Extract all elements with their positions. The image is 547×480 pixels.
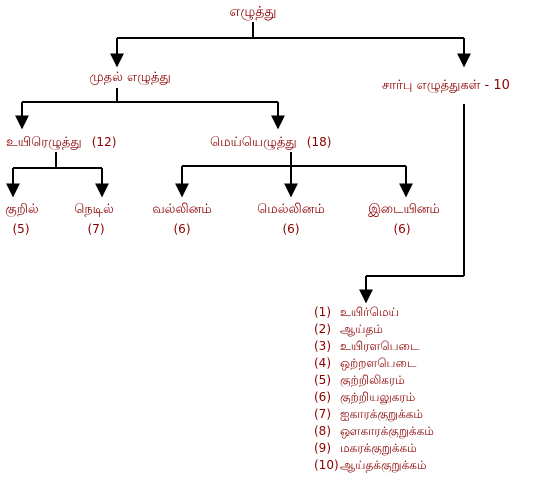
nedil-count: (7) (87, 222, 105, 236)
mudhal-label: முதல் எழுத்து (89, 70, 171, 85)
list-item: (6) குற்றியலுகரம் (314, 389, 415, 405)
saarbu-label: சார்பு எழுத்துகள் - 10 (382, 78, 510, 93)
root-label: எழுத்து (229, 4, 277, 20)
list-item-number: (7) (314, 407, 331, 421)
idaiyinam-label: இடையினம் (368, 202, 440, 217)
list-item-text: உயிர்மெய் (340, 305, 399, 319)
list-item-number: (6) (314, 390, 331, 404)
list-item-text: குற்றியலுகரம் (340, 390, 416, 404)
list-item-text: ஔகாரக்குறுக்கம் (340, 424, 434, 438)
uyir-label: உயிரெழுத்து (6, 135, 82, 150)
uyir-count: (12) (91, 135, 117, 149)
mellinam-count: (6) (282, 222, 300, 236)
mei-count: (18) (306, 135, 332, 149)
list-item-text: ஒற்றளபெடை (340, 356, 417, 370)
vallinam-label: வல்லினம் (152, 202, 212, 217)
list-item-text: ஆய்தக்குறுக்கம் (340, 458, 427, 472)
list-item-text: உயிரளபெடை (340, 339, 420, 353)
list-item: (4) ஒற்றளபெடை (314, 355, 416, 371)
list-item-text: மகரக்குறுக்கம் (340, 441, 417, 455)
list-item-number: (1) (314, 305, 331, 319)
list-item: (3) உயிரளபெடை (314, 338, 419, 354)
mei-node: மெய்யெழுத்து (18) (210, 134, 331, 151)
list-item-text: ஆய்தம் (340, 322, 383, 336)
list-item-text: ஐகாரக்குறுக்கம் (340, 407, 424, 421)
list-item: (8) ஔகாரக்குறுக்கம் (314, 423, 434, 439)
list-item-number: (4) (314, 356, 331, 370)
vallinam-count: (6) (173, 222, 191, 236)
list-item-number: (5) (314, 373, 331, 387)
mellinam-label: மெல்லினம் (257, 202, 325, 217)
mei-label: மெய்யெழுத்து (210, 135, 297, 150)
list-item-number: (2) (314, 322, 331, 336)
list-item: (1) உயிர்மெய் (314, 304, 399, 320)
list-item: (9) மகரக்குறுக்கம் (314, 440, 417, 456)
list-item: (10)ஆய்தக்குறுக்கம் (314, 457, 427, 473)
kuril-label: குறில் (5, 202, 39, 217)
list-item-number: (9) (314, 441, 331, 455)
kuril-count: (5) (12, 222, 30, 236)
list-item-text: குற்றிலிகரம் (340, 373, 405, 387)
idaiyinam-count: (6) (393, 222, 411, 236)
nedil-label: நெடில் (74, 202, 114, 217)
list-item: (2) ஆய்தம் (314, 321, 383, 337)
list-item: (7) ஐகாரக்குறுக்கம் (314, 406, 423, 422)
uyir-node: உயிரெழுத்து (12) (6, 134, 116, 151)
list-item: (5) குற்றிலிகரம் (314, 372, 405, 388)
list-item-number: (10) (314, 458, 339, 472)
list-item-number: (8) (314, 424, 331, 438)
list-item-number: (3) (314, 339, 331, 353)
